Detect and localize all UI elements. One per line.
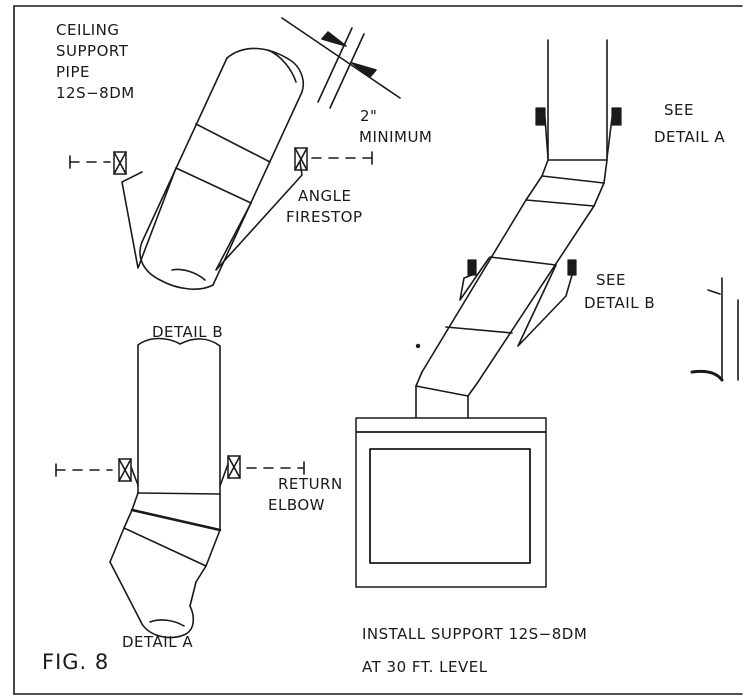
see-detail-a-line-1: SEE	[664, 101, 694, 119]
return-elbow-label: RETURN ELBOW	[268, 474, 343, 516]
see-detail-a-line-2: DETAIL A	[654, 128, 726, 146]
edge-marks	[690, 277, 739, 382]
figure-label: FIG. 8	[42, 650, 110, 674]
return-elbow-line-2: ELBOW	[268, 496, 325, 514]
detail-a-drawing	[55, 337, 305, 639]
angle-firestop-label: ANGLE FIRESTOP	[286, 186, 363, 228]
ceiling-support-line-4: 12S−8DM	[56, 84, 135, 102]
minimum-clearance-label: 2" MINIMUM	[359, 106, 433, 148]
see-detail-b-line-1: SEE	[596, 271, 626, 289]
minimum-clearance-line-2: MINIMUM	[359, 128, 433, 146]
ceiling-support-line-3: PIPE	[56, 63, 90, 81]
page-frame	[13, 5, 743, 695]
see-detail-b-line-2: DETAIL B	[584, 294, 656, 312]
see-detail-a-label: SEE DETAIL A	[654, 100, 725, 148]
detail-a-caption: DETAIL A	[122, 633, 194, 651]
ceiling-support-line-2: SUPPORT	[56, 42, 129, 60]
angle-firestop-line-2: FIRESTOP	[286, 208, 363, 226]
main-assembly-drawing	[355, 39, 622, 588]
install-support-line-1: INSTALL SUPPORT 12S−8DM	[362, 625, 588, 643]
minimum-clearance-line-1: 2"	[360, 107, 378, 125]
see-detail-b-label: SEE DETAIL B	[584, 270, 655, 314]
detail-b-caption: DETAIL B	[152, 323, 224, 341]
angle-firestop-line-1: ANGLE	[298, 187, 352, 205]
install-support-label: INSTALL SUPPORT 12S−8DM AT 30 FT. LEVEL	[362, 624, 587, 678]
detail-b-drawing	[69, 17, 401, 290]
ceiling-support-label: CEILING SUPPORT PIPE 12S−8DM	[56, 20, 135, 104]
ceiling-support-line-1: CEILING	[56, 21, 120, 39]
return-elbow-line-1: RETURN	[278, 475, 343, 493]
install-support-line-2: AT 30 FT. LEVEL	[362, 658, 488, 676]
